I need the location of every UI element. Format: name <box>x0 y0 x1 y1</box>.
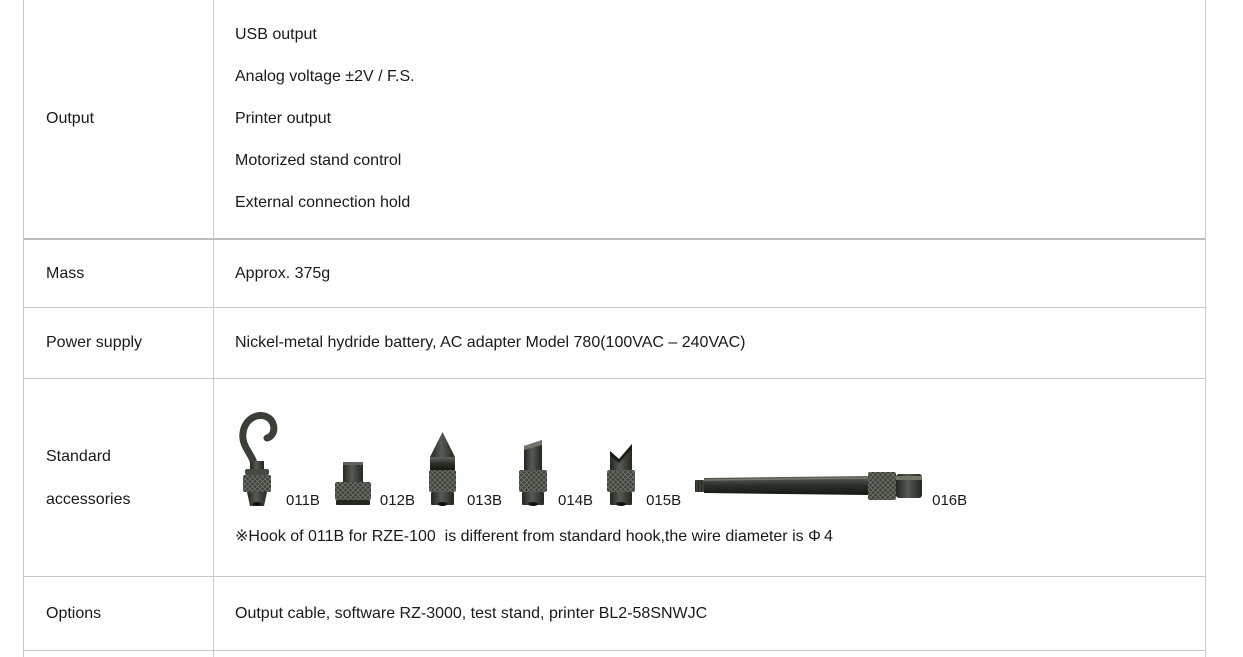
notched-head-accessory-icon <box>607 444 636 506</box>
extension-rod-accessory-icon <box>695 472 923 500</box>
table-row-output: Output USB output Analog voltage ±2V / F… <box>24 0 1205 238</box>
accessory-id-label: 012B <box>379 492 415 509</box>
row-label-standard-accessories: Standard accessories <box>24 379 214 576</box>
output-item: Analog voltage ±2V / F.S. <box>235 68 415 85</box>
standard-accessories-label-line1: Standard <box>46 447 111 465</box>
options-value: Output cable, software RZ-3000, test sta… <box>235 604 708 622</box>
output-item: USB output <box>235 26 317 43</box>
row-label-power-supply: Power supply <box>24 308 214 378</box>
output-item: External connection hold <box>235 194 411 211</box>
power-supply-value: Nickel-metal hydride battery, AC adapter… <box>235 334 746 351</box>
output-item: Printer output <box>235 110 332 127</box>
mass-value: Approx. 375g <box>235 264 331 282</box>
row-label-partial <box>24 651 214 657</box>
mass-label: Mass <box>46 264 85 282</box>
accessory-id-label: 015B <box>646 492 682 509</box>
row-value-output: USB output Analog voltage ±2V / F.S. Pri… <box>214 0 1205 238</box>
accessories-note: ※Hook of 011B for RZE-100 is different f… <box>235 528 833 545</box>
table-row-partial <box>24 650 1205 657</box>
row-label-options: Options <box>24 577 214 650</box>
row-label-mass: Mass <box>24 240 214 307</box>
row-value-mass: Approx. 375g <box>214 240 1205 307</box>
row-value-partial <box>214 651 1205 657</box>
row-label-output: Output <box>24 0 214 238</box>
accessory-id-label: 016B <box>932 492 968 509</box>
accessory-id-label: 011B <box>286 492 320 509</box>
output-label: Output <box>46 110 95 127</box>
accessory-id-label: 013B <box>466 492 503 509</box>
table-row-standard-accessories: Standard accessories 011B <box>24 378 1205 576</box>
cone-point-accessory-icon <box>428 432 456 506</box>
hook-accessory-icon <box>239 412 278 506</box>
power-supply-label: Power supply <box>46 334 143 351</box>
standard-accessories-label-line2: accessories <box>46 490 131 508</box>
row-value-power-supply: Nickel-metal hydride battery, AC adapter… <box>214 308 1205 378</box>
table-row-mass: Mass Approx. 375g <box>24 238 1205 307</box>
table-row-options: Options Output cable, software RZ-3000, … <box>24 576 1205 650</box>
options-label: Options <box>46 604 102 622</box>
specification-table: Output USB output Analog voltage ±2V / F… <box>23 0 1206 657</box>
chisel-accessory-icon <box>519 440 548 506</box>
row-value-options: Output cable, software RZ-3000, test sta… <box>214 577 1205 650</box>
accessories-strip: 011B 012B 013B <box>235 399 1205 509</box>
flat-button-accessory-icon <box>334 462 371 505</box>
accessory-id-label: 014B <box>558 492 594 509</box>
table-row-power-supply: Power supply Nickel-metal hydride batter… <box>24 307 1205 378</box>
output-item: Motorized stand control <box>235 152 402 169</box>
row-value-standard-accessories: 011B 012B 013B <box>214 379 1205 576</box>
